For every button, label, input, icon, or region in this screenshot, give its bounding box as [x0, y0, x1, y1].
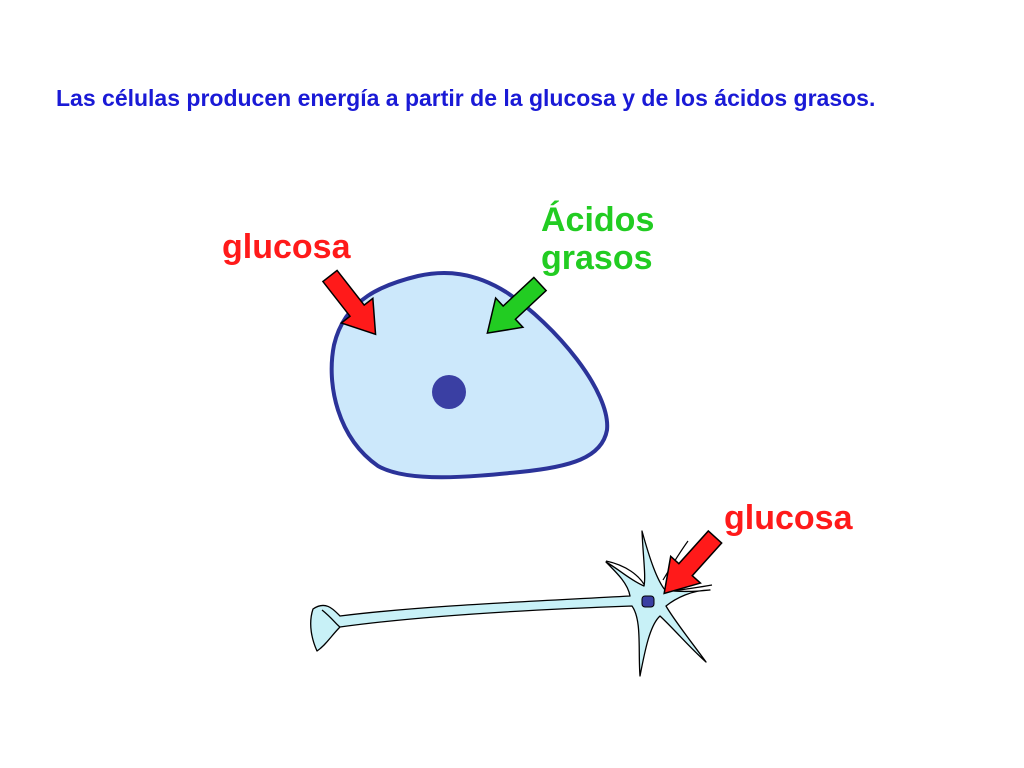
- neuron-dendrite: [662, 540, 689, 581]
- glucose-label-neuron: glucosa: [724, 499, 853, 537]
- glucose-arrow-neuron-icon: [663, 529, 723, 595]
- fatty-acids-label: Ácidos grasos: [541, 201, 654, 277]
- glucose-arrow-cell-icon: [321, 269, 377, 336]
- neuron-nucleus: [641, 595, 655, 608]
- glucose-label-cell: glucosa: [222, 228, 351, 266]
- neuron: [310, 530, 713, 677]
- intro-text: Las células producen energía a partir de…: [56, 85, 876, 111]
- fatty-acids-label-line2: grasos: [541, 239, 653, 277]
- fatty-acids-label-line1: Ácidos: [541, 201, 655, 239]
- fatty-acids-arrow-icon: [486, 276, 548, 335]
- cell-nucleus: [432, 375, 466, 409]
